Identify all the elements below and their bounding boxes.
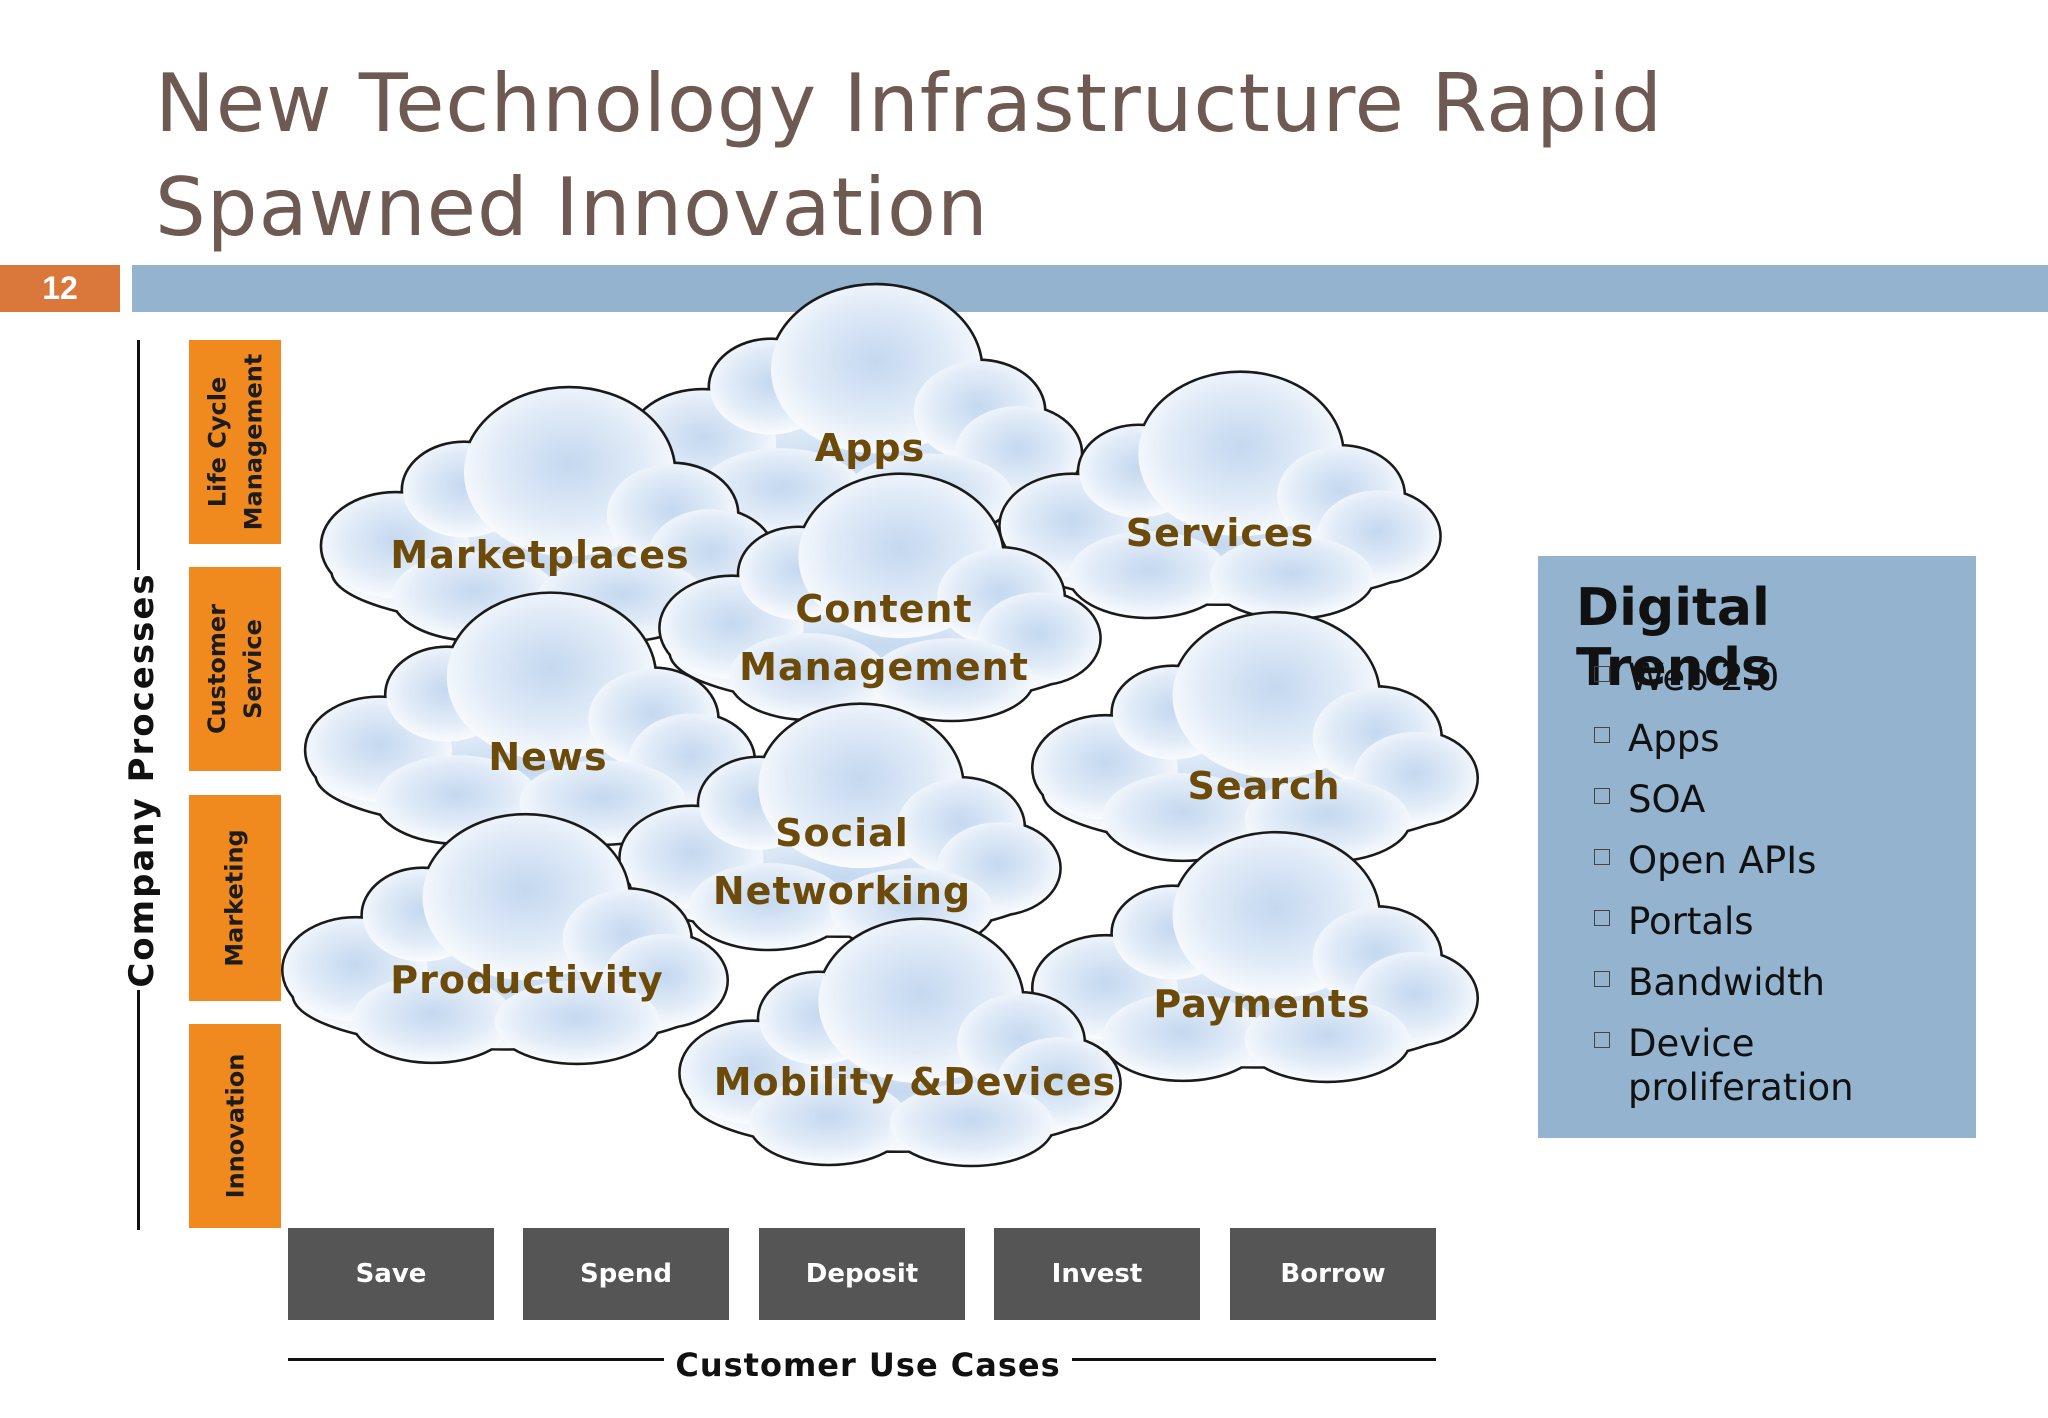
trend-label: SOA: [1628, 778, 1705, 821]
cloud-label-news: News: [488, 728, 607, 786]
trend-item: Open APIs: [1594, 839, 1854, 883]
trend-label: Portals: [1628, 900, 1754, 943]
cloud-services: [1001, 373, 1440, 618]
cloud-label-apps: Apps: [815, 419, 925, 477]
square-bullet-icon: [1594, 1032, 1610, 1048]
axis-line-bottom-left: [288, 1358, 664, 1361]
cloud-label-services: Services: [1126, 504, 1315, 562]
square-bullet-icon: [1594, 666, 1610, 682]
cloud-label-productivity: Productivity: [390, 951, 663, 1009]
cloud-label-social-networking: Social Networking: [713, 804, 971, 920]
trend-item: Portals: [1594, 900, 1854, 944]
cloud-label-payments: Payments: [1153, 975, 1370, 1033]
trend-label: Open APIs: [1628, 839, 1816, 882]
square-bullet-icon: [1594, 788, 1610, 804]
square-bullet-icon: [1594, 727, 1610, 743]
digital-trends-panel: Digital Trends Web 2.0 Apps SOA Open API…: [1538, 556, 1976, 1138]
cloud-search: [1034, 613, 1477, 860]
square-bullet-icon: [1594, 849, 1610, 865]
cloud-label-search: Search: [1187, 757, 1340, 815]
use-case-save: Save: [288, 1228, 494, 1320]
digital-trends-list: Web 2.0 Apps SOA Open APIs Portals Bandw…: [1594, 656, 1854, 1127]
square-bullet-icon: [1594, 971, 1610, 987]
trend-label: Device proliferation: [1628, 1022, 1854, 1109]
use-case-borrow: Borrow: [1230, 1228, 1436, 1320]
cloud-label-content-management: Content Management: [739, 580, 1029, 696]
use-case-invest: Invest: [994, 1228, 1200, 1320]
square-bullet-icon: [1594, 910, 1610, 926]
trend-item: Bandwidth: [1594, 961, 1854, 1005]
trend-item: SOA: [1594, 778, 1854, 822]
trend-item: Web 2.0: [1594, 656, 1854, 700]
trend-item: Apps: [1594, 717, 1854, 761]
trend-label: Bandwidth: [1628, 961, 1825, 1004]
axis-line-bottom-right: [1072, 1358, 1436, 1361]
use-case-deposit: Deposit: [759, 1228, 965, 1320]
use-case-spend: Spend: [523, 1228, 729, 1320]
trend-item: Device proliferation: [1594, 1022, 1854, 1110]
trend-label: Web 2.0: [1628, 656, 1779, 699]
customer-use-cases-label: Customer Use Cases: [664, 1346, 1072, 1384]
cloud-label-marketplaces: Marketplaces: [390, 526, 689, 584]
trend-label: Apps: [1628, 717, 1720, 760]
cloud-label-mobility-devices: Mobility &Devices: [714, 1053, 1117, 1111]
cloud-payments: [1034, 833, 1477, 1080]
